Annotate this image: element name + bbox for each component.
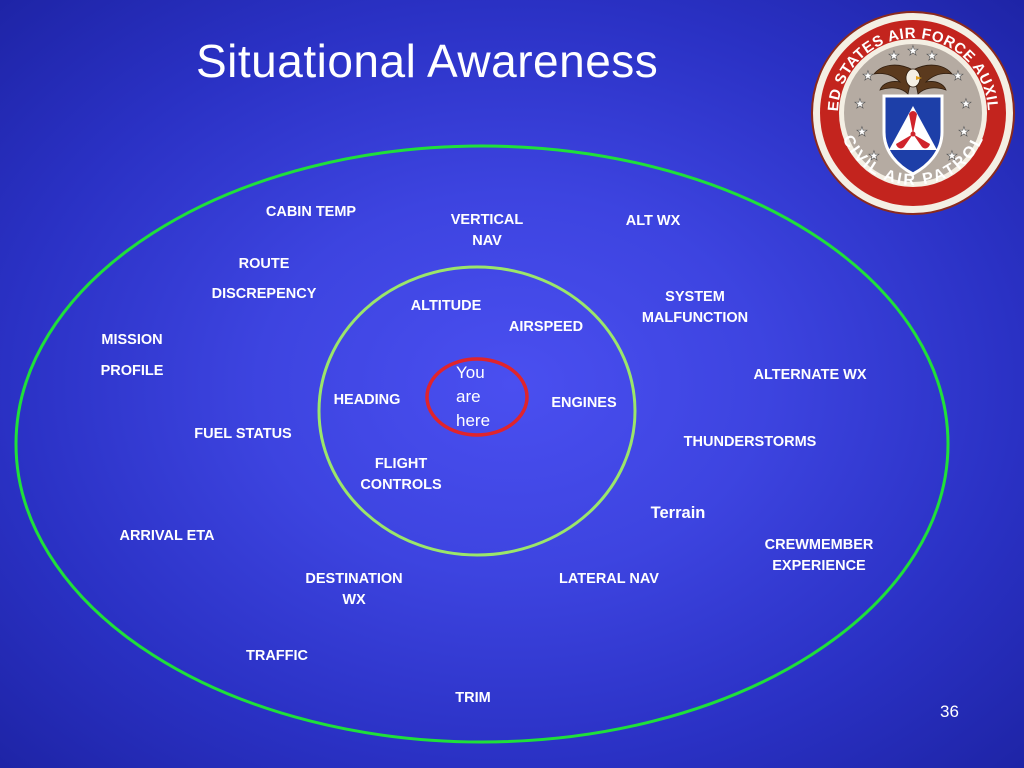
system-malfunction-line-1: SYSTEM xyxy=(665,289,725,305)
svg-text:★: ★ xyxy=(856,125,868,140)
crewmember-experience-line-1: CREWMEMBER xyxy=(764,537,874,553)
svg-text:★: ★ xyxy=(952,69,964,84)
svg-text:★: ★ xyxy=(907,44,919,59)
seal-eagle-icon xyxy=(873,64,953,95)
flight-controls-line-2: CONTROLS xyxy=(360,477,442,493)
mission-label: MISSION xyxy=(101,332,163,348)
altitude-label: ALTITUDE xyxy=(410,298,482,314)
arrival-eta-label: ARRIVAL ETA xyxy=(119,528,215,544)
center-line-2: are xyxy=(456,387,481,406)
svg-text:★: ★ xyxy=(854,97,866,112)
page-number: 36 xyxy=(940,702,959,721)
vertical-nav-label: VERTICAL NAV xyxy=(451,210,524,252)
engines-label: ENGINES xyxy=(551,395,617,411)
seal-star-icons: ★ ★ ★ ★ ★ ★ ★ ★ ★ ★ ★ xyxy=(854,44,972,165)
slide-title: Situational Awareness xyxy=(196,35,659,87)
svg-text:★: ★ xyxy=(958,125,970,140)
inner-awareness-ring xyxy=(317,265,637,557)
svg-text:★: ★ xyxy=(946,149,958,164)
civil-air-patrol-seal: UNITED STATES AIR FORCE AUXILIARY CIVIL … xyxy=(810,10,1015,215)
crewmember-experience-line-2: EXPERIENCE xyxy=(772,558,866,574)
outer-awareness-ring xyxy=(14,144,950,744)
svg-text:★: ★ xyxy=(868,149,880,164)
svg-text:★: ★ xyxy=(862,69,874,84)
cabin-temp-label: CABIN TEMP xyxy=(265,204,357,220)
svg-text:★: ★ xyxy=(888,49,900,64)
destination-wx-line-2: WX xyxy=(342,592,366,608)
svg-text:★: ★ xyxy=(926,49,938,64)
center-line-3: here xyxy=(456,411,491,430)
flight-controls-line-1: FLIGHT xyxy=(374,456,428,472)
fuel-status-label: FUEL STATUS xyxy=(194,426,292,442)
alt-wx-label: ALT WX xyxy=(625,213,681,229)
system-malfunction-line-2: MALFUNCTION xyxy=(641,310,749,326)
discrepency-label: DISCREPENCY xyxy=(211,286,317,302)
route-label: ROUTE xyxy=(238,256,290,272)
you-are-here-ring xyxy=(425,357,529,437)
destination-wx-label: DESTINATION WX xyxy=(305,569,402,611)
system-malfunction-label: SYSTEM MALFUNCTION xyxy=(642,287,748,329)
traffic-label: TRAFFIC xyxy=(245,648,309,664)
thunderstorms-label: THUNDERSTORMS xyxy=(683,434,817,450)
alternate-wx-label: ALTERNATE WX xyxy=(753,367,867,383)
terrain-label: Terrain xyxy=(650,504,706,522)
trim-label: TRIM xyxy=(455,690,491,706)
airspeed-label: AIRSPEED xyxy=(508,319,584,335)
svg-text:★: ★ xyxy=(960,97,972,112)
you-are-here-label: You are here xyxy=(456,361,490,433)
center-line-1: You xyxy=(456,363,485,382)
lateral-nav-label: LATERAL NAV xyxy=(559,571,659,587)
profile-label: PROFILE xyxy=(100,363,164,379)
crewmember-experience-label: CREWMEMBER EXPERIENCE xyxy=(765,535,874,577)
flight-controls-label: FLIGHT CONTROLS xyxy=(360,454,441,496)
vertical-nav-line-2: NAV xyxy=(472,233,502,249)
heading-label: HEADING xyxy=(333,392,401,408)
seal-propeller-icon xyxy=(896,111,930,149)
destination-wx-line-1: DESTINATION xyxy=(305,571,403,587)
vertical-nav-line-1: VERTICAL xyxy=(450,212,524,228)
